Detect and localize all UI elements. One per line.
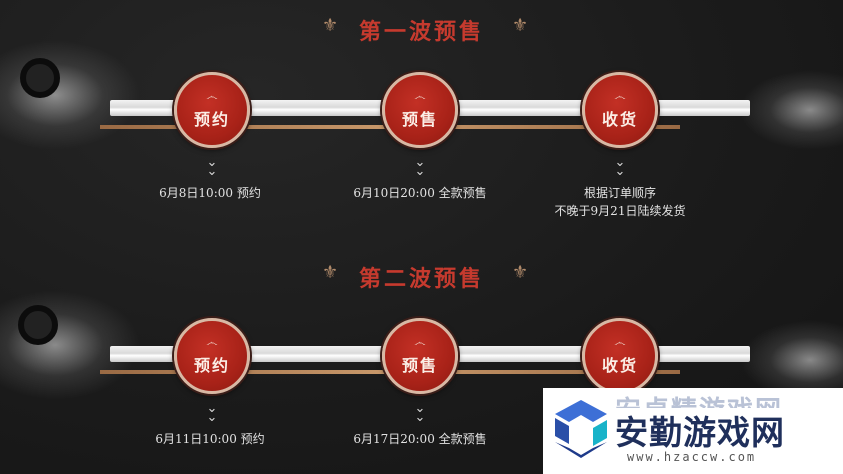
- ink-smoke-right-1: [740, 70, 843, 150]
- info-line: 根据订单顺序: [583, 186, 656, 200]
- badge-presale-2: ෴ 预售: [382, 318, 458, 394]
- ink-smoke-right-2: [740, 320, 843, 400]
- title-ornament-right-icon: ⚜: [512, 15, 529, 36]
- step-info-reserve-2: 6月11日10:00 预约: [140, 430, 280, 448]
- badge-label: 预约: [193, 356, 230, 375]
- cloud-ornament-icon: ෴: [206, 89, 218, 103]
- watermark-url: www.hzaccw.com: [627, 450, 757, 464]
- site-watermark: 安卓精游戏网 安勤游戏网 www.hzaccw.com: [543, 388, 843, 474]
- watermark-site-name: 安勤游戏网: [615, 413, 785, 452]
- site-logo-icon: [555, 400, 607, 458]
- title-ornament-left-icon: ⚜: [322, 262, 339, 283]
- badge-label: 收货: [601, 356, 638, 375]
- down-arrow-icon: ⌄⌄: [614, 155, 626, 179]
- ink-ring-left-1: [20, 58, 60, 98]
- badge-label: 预约: [193, 110, 230, 129]
- title-ornament-left-icon: ⚜: [322, 15, 339, 36]
- step-info-presale-1: 6月10日20:00 全款预售: [330, 184, 510, 202]
- ink-smoke-left-2: [0, 290, 140, 400]
- badge-reserve-2: ෴ 预约: [174, 318, 250, 394]
- badge-presale-1: ෴ 预售: [382, 72, 458, 148]
- section-title-1: 第一波预售: [358, 19, 484, 45]
- title-ornament-right-icon: ⚜: [512, 262, 529, 283]
- ink-ring-left-2: [18, 305, 58, 345]
- cloud-ornament-icon: ෴: [614, 89, 626, 103]
- cloud-ornament-icon: ෴: [414, 89, 426, 103]
- info-line: 6月17日20:00 全款预售: [353, 432, 487, 446]
- info-line: 6月8日10:00 预约: [159, 186, 261, 200]
- down-arrow-icon: ⌄⌄: [206, 155, 218, 179]
- cloud-ornament-icon: ෴: [414, 335, 426, 349]
- section-title-2: 第二波预售: [358, 266, 484, 292]
- cloud-ornament-icon: ෴: [614, 335, 626, 349]
- badge-label: 预售: [401, 110, 438, 129]
- step-info-presale-2: 6月17日20:00 全款预售: [330, 430, 510, 448]
- down-arrow-icon: ⌄⌄: [414, 155, 426, 179]
- step-info-reserve-1: 6月8日10:00 预约: [140, 184, 280, 202]
- cloud-ornament-icon: ෴: [206, 335, 218, 349]
- ink-smoke-left-1: [0, 40, 140, 150]
- down-arrow-icon: ⌄⌄: [206, 401, 218, 425]
- info-line: 不晚于9月21日陆续发货: [554, 204, 686, 218]
- badge-reserve-1: ෴ 预约: [174, 72, 250, 148]
- badge-label: 收货: [601, 110, 638, 129]
- info-line: 6月10日20:00 全款预售: [353, 186, 487, 200]
- badge-label: 预售: [401, 356, 438, 375]
- down-arrow-icon: ⌄⌄: [414, 401, 426, 425]
- watermark-faded-text: 安卓精游戏网: [615, 390, 783, 408]
- info-line: 6月11日10:00 预约: [155, 432, 265, 446]
- badge-receive-1: ෴ 收货: [582, 72, 658, 148]
- step-info-receive-1: 根据订单顺序 不晚于9月21日陆续发货: [530, 184, 710, 220]
- badge-receive-2: ෴ 收货: [582, 318, 658, 394]
